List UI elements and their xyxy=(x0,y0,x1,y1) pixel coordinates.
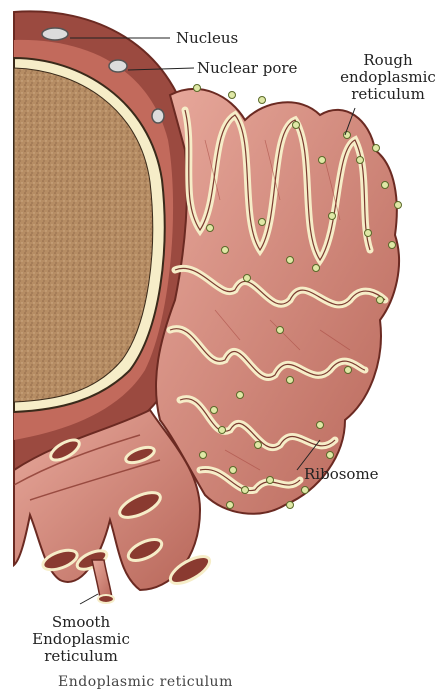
rough-er xyxy=(156,89,399,514)
label-rough-er: Rough endoplasmic reticulum xyxy=(338,52,438,103)
label-smooth-er-line1: Smooth xyxy=(26,614,136,631)
label-rough-er-line3: reticulum xyxy=(338,86,438,103)
label-smooth-er-line3: reticulum xyxy=(26,648,136,665)
figure-caption: Endoplasmic reticulum xyxy=(58,674,233,691)
label-nucleus: Nucleus xyxy=(176,30,238,47)
label-nuclear-pore: Nuclear pore xyxy=(197,60,297,77)
label-smooth-er: Smooth Endoplasmic reticulum xyxy=(26,614,136,665)
label-ribosome: Ribosome xyxy=(304,466,379,483)
label-rough-er-line2: endoplasmic xyxy=(338,69,438,86)
label-smooth-er-line2: Endoplasmic xyxy=(26,631,136,648)
label-rough-er-line1: Rough xyxy=(338,52,438,69)
